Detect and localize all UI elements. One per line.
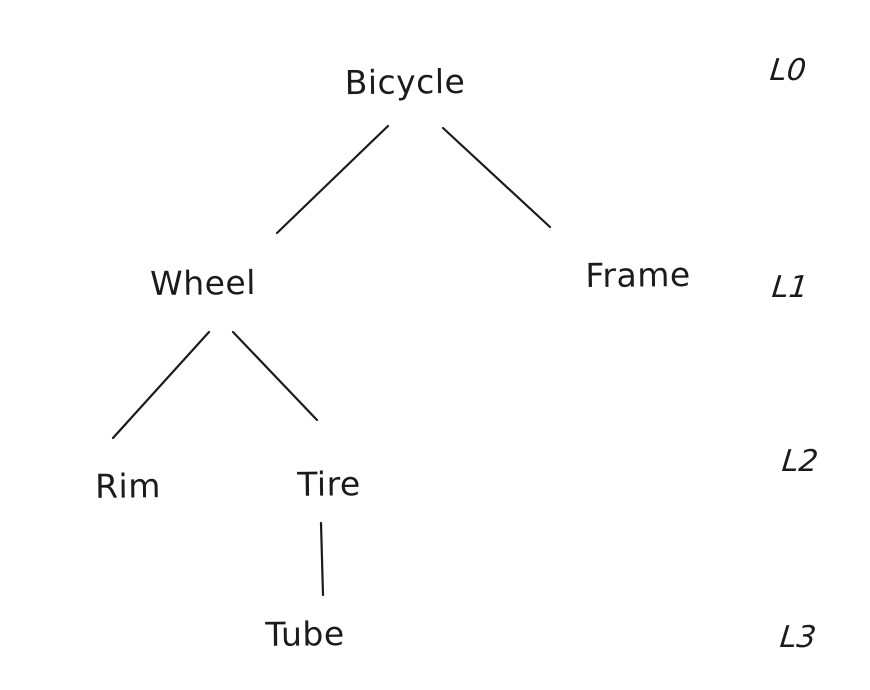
node-tube: Tube	[265, 614, 345, 654]
level-label-l1: L1	[770, 270, 810, 305]
edge-wheel-rim	[111, 330, 211, 440]
node-tire: Tire	[297, 464, 361, 504]
node-frame: Frame	[585, 254, 691, 296]
level-label-l0: L0	[768, 53, 808, 88]
edge-wheel-tire	[231, 330, 319, 422]
edge-tire-tube	[319, 521, 325, 597]
edge-bicycle-frame	[441, 126, 552, 229]
node-bicycle: Bicycle	[344, 61, 466, 103]
node-rim: Rim	[94, 466, 162, 506]
node-wheel: Wheel	[149, 262, 257, 304]
edge-bicycle-wheel	[275, 124, 390, 235]
level-label-l2: L2	[780, 444, 820, 479]
level-label-l3: L3	[778, 620, 818, 655]
